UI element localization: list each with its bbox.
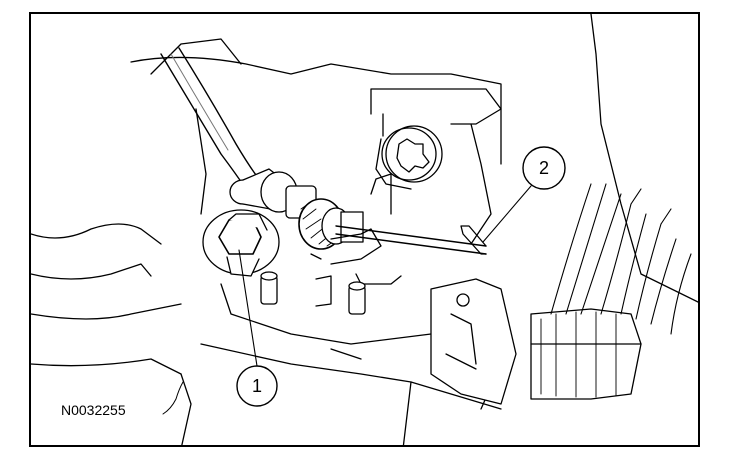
callout-1-marker [236, 249, 278, 407]
callout-2-marker [482, 146, 566, 243]
cable-clip [335, 225, 487, 255]
image-code-label: N0032255 [61, 402, 126, 418]
torx-screw [370, 88, 502, 190]
callout-1-label: 1 [251, 376, 262, 396]
left-arm-shape [31, 223, 192, 445]
cable-tube [160, 47, 262, 190]
housing-outline [130, 14, 698, 445]
electrical-connector-left [430, 278, 517, 405]
illustration-frame: 1 2 N0032255 [29, 12, 700, 447]
code-leader [162, 381, 184, 415]
bracket [310, 173, 402, 285]
wiring-harness [550, 183, 692, 335]
electrical-connector-right [530, 308, 642, 400]
cable-connector [229, 168, 364, 250]
hex-bolt [202, 209, 280, 277]
mounting-pins [260, 271, 366, 315]
exploded-view-drawing [31, 14, 698, 445]
callout-2-label: 2 [538, 158, 549, 178]
